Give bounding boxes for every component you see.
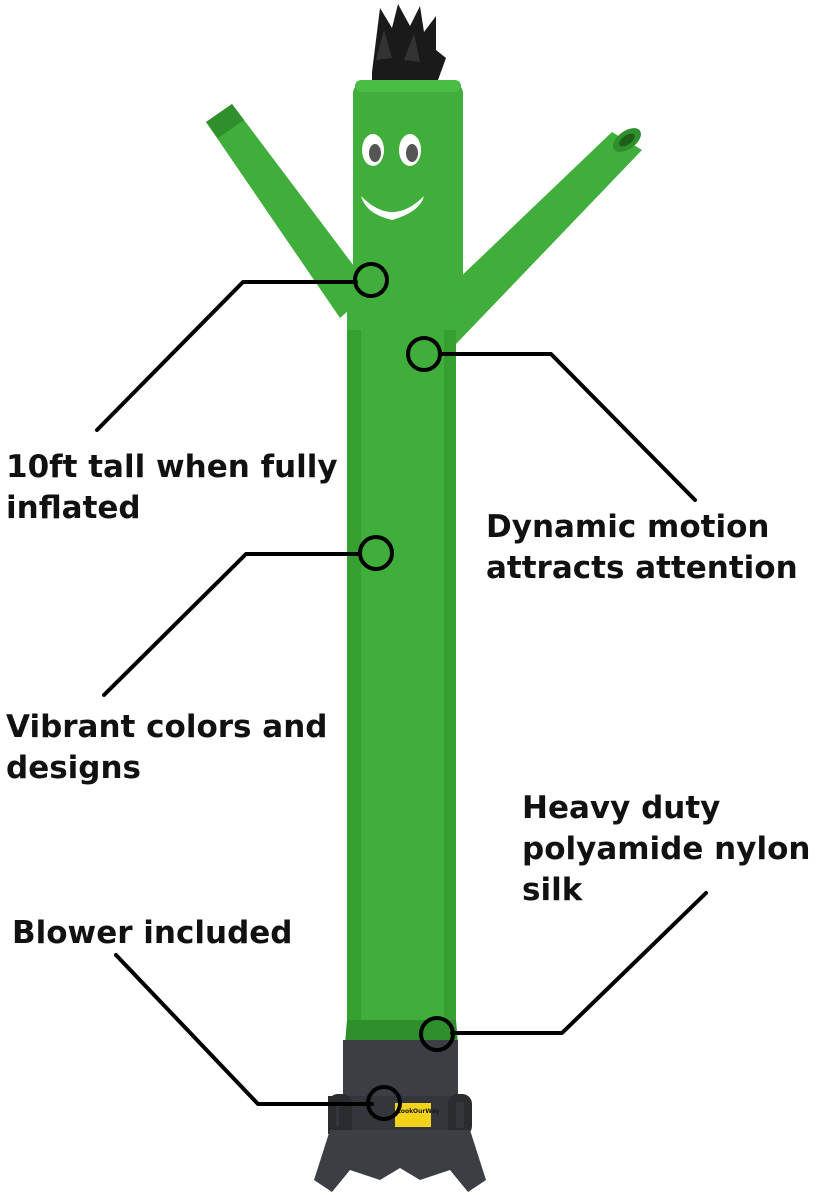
callout-material: Heavy duty polyamide nylon silk bbox=[522, 788, 810, 911]
leader-line-colors bbox=[102, 552, 362, 697]
leader-circle-colors bbox=[358, 535, 394, 571]
left-arm bbox=[206, 104, 372, 318]
base-brand-label: LookOurWay bbox=[397, 1108, 440, 1115]
callout-height: 10ft tall when fully inflated bbox=[6, 447, 338, 529]
callout-colors-line-1: Vibrant colors and bbox=[6, 709, 328, 745]
callout-material-line-1: Heavy duty bbox=[522, 790, 721, 826]
leader-circle-tall bbox=[353, 262, 389, 298]
callout-motion-line-2: attracts attention bbox=[486, 549, 798, 586]
callout-material-line-2: polyamide nylon bbox=[522, 830, 811, 867]
smiley-face bbox=[361, 134, 424, 220]
leader-circle-motion bbox=[406, 336, 442, 372]
callout-colors: Vibrant colors and designs bbox=[6, 707, 327, 789]
leader-circle-blower bbox=[366, 1085, 402, 1121]
callout-material-line-3: silk bbox=[522, 871, 583, 908]
callout-leaders bbox=[95, 262, 708, 1121]
tube-body bbox=[336, 80, 463, 1044]
right-arm bbox=[430, 128, 642, 344]
leader-line-tall bbox=[95, 280, 358, 432]
blower-base: LookOurWay bbox=[314, 1040, 486, 1192]
callout-colors-line-2: designs bbox=[6, 749, 142, 786]
leader-line-motion bbox=[438, 352, 697, 502]
callout-motion: Dynamic motion attracts attention bbox=[486, 507, 798, 589]
leader-line-blower bbox=[114, 953, 374, 1106]
callout-motion-line-1: Dynamic motion bbox=[486, 509, 770, 545]
callout-height-line-2: inflated bbox=[6, 489, 141, 526]
leader-line-nylon bbox=[450, 891, 708, 1035]
leader-circle-nylon bbox=[419, 1016, 455, 1052]
callout-blower: Blower included bbox=[12, 913, 292, 954]
callout-blower-line-1: Blower included bbox=[12, 915, 293, 951]
callout-height-line-1: 10ft tall when fully bbox=[6, 449, 338, 485]
top-fringe bbox=[372, 4, 446, 80]
